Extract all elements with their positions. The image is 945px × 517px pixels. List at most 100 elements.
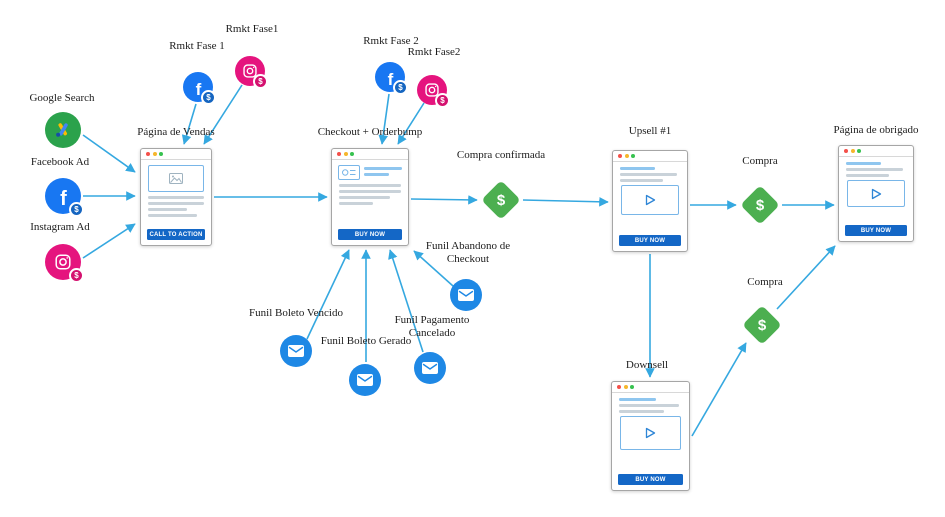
- funil-abandono-label: Funil Abandono de Checkout: [425, 240, 511, 265]
- play-icon[interactable]: [645, 427, 656, 439]
- email-funnel-icon[interactable]: [280, 335, 312, 367]
- payment-icon: [338, 165, 360, 180]
- traffic-light-dot: [337, 152, 341, 156]
- traffic-light-dot: [618, 154, 622, 158]
- traffic-light-dot: [350, 152, 354, 156]
- traffic-light-dot: [631, 154, 635, 158]
- browser-titlebar: [332, 149, 408, 160]
- facebook-ad-icon[interactable]: f $: [45, 178, 84, 217]
- dollar-glyph: $: [755, 196, 765, 214]
- google-ads-icon[interactable]: [45, 112, 81, 148]
- compra-downsell-label: Compra: [747, 276, 783, 288]
- browser-titlebar: [613, 151, 687, 162]
- browser-titlebar: [839, 146, 913, 157]
- buy-now-button[interactable]: BUY NOW: [618, 473, 683, 485]
- instagram-ad-icon[interactable]: $: [45, 244, 84, 283]
- buy-now-button[interactable]: BUY NOW: [619, 234, 681, 246]
- dollar-badge: $: [253, 74, 268, 89]
- traffic-light-dot: [624, 154, 629, 158]
- dollar-badge: $: [69, 202, 84, 217]
- google-ads-glyph: [56, 123, 68, 137]
- traffic-light-dot: [152, 152, 157, 156]
- facebook-f-glyph: f: [60, 188, 67, 210]
- instagram-ad-label: Instagram Ad: [30, 221, 90, 233]
- dollar-badge: $: [201, 90, 216, 105]
- money-diamond-icon[interactable]: $: [740, 185, 780, 225]
- envelope-icon: [288, 345, 304, 357]
- rmkt-fase1-instagram-icon[interactable]: $: [235, 56, 268, 89]
- rmkt-fase1-fb-label: Rmkt Fase 1: [169, 40, 225, 52]
- text-placeholder-lines: [364, 165, 402, 179]
- dollar-badge: $: [393, 80, 408, 95]
- compra-confirmada-label: Compra confirmada: [456, 149, 546, 161]
- traffic-light-dot: [857, 149, 861, 153]
- traffic-light-dot: [844, 149, 848, 153]
- funil-boleto-vencido-label: Funil Boleto Vencido: [249, 307, 343, 319]
- rmkt-fase1-ig-label: Rmkt Fase1: [225, 23, 279, 35]
- dollar-glyph: $: [757, 316, 767, 334]
- money-diamond-icon[interactable]: $: [481, 180, 521, 220]
- traffic-light-dot: [159, 152, 163, 156]
- traffic-light-dot: [146, 152, 150, 156]
- browser-titlebar: [612, 382, 689, 393]
- pagina-obrigado-label: Página de obrigado: [833, 124, 919, 136]
- facebook-f-glyph: f: [195, 80, 202, 99]
- funil-boleto-gerado-label: Funil Boleto Gerado: [320, 335, 412, 347]
- browser-titlebar: [141, 149, 211, 160]
- traffic-light-dot: [623, 385, 628, 389]
- coupon-icon: [341, 169, 356, 176]
- dollar-glyph: $: [496, 191, 506, 209]
- rmkt-fase2-ig-label: Rmkt Fase2: [407, 46, 461, 58]
- pagina-vendas-window[interactable]: CALL TO ACTION: [140, 148, 212, 246]
- video-placeholder: [620, 416, 681, 450]
- buy-now-button[interactable]: BUY NOW: [845, 224, 907, 236]
- rmkt-fase1-facebook-icon[interactable]: f $: [183, 72, 216, 105]
- envelope-icon: [422, 362, 438, 374]
- downsell-label: Downsell: [625, 359, 669, 371]
- dollar-badge: $: [435, 93, 450, 108]
- google-search-label: Google Search: [29, 92, 95, 104]
- play-icon[interactable]: [645, 194, 656, 206]
- text-placeholder-lines: [339, 184, 401, 205]
- order-summary-row: [338, 165, 402, 180]
- traffic-light-dot: [617, 385, 621, 389]
- facebook-f-glyph: f: [387, 70, 394, 89]
- checkout-window[interactable]: BUY NOW: [331, 148, 409, 246]
- text-placeholder-lines: [619, 398, 682, 413]
- email-funnel-icon[interactable]: [349, 364, 381, 396]
- email-funnel-icon[interactable]: [450, 279, 482, 311]
- money-diamond-icon[interactable]: $: [742, 305, 782, 345]
- rmkt-fase2-facebook-icon[interactable]: f $: [375, 62, 408, 95]
- traffic-light-dot: [343, 152, 348, 156]
- image-placeholder: [148, 165, 204, 192]
- rmkt-fase2-instagram-icon[interactable]: $: [417, 75, 450, 108]
- checkout-label: Checkout + Orderbump: [317, 126, 423, 138]
- instagram-camera-glyph: [243, 64, 257, 78]
- call-to-action-button[interactable]: CALL TO ACTION: [147, 228, 205, 240]
- instagram-camera-glyph: [55, 254, 71, 270]
- pagina-vendas-label: Página de Vendas: [137, 126, 215, 138]
- text-placeholder-lines: [148, 196, 204, 217]
- envelope-icon: [357, 374, 373, 386]
- downsell-window[interactable]: BUY NOW: [611, 381, 690, 491]
- buy-now-button[interactable]: BUY NOW: [338, 228, 402, 240]
- text-placeholder-lines: [846, 162, 906, 177]
- video-placeholder: [621, 185, 679, 215]
- upsell-window[interactable]: BUY NOW: [612, 150, 688, 252]
- play-icon[interactable]: [871, 188, 882, 200]
- envelope-icon: [458, 289, 474, 301]
- video-placeholder: [847, 180, 905, 207]
- upsell-label: Upsell #1: [628, 125, 672, 137]
- picture-icon: [169, 173, 183, 184]
- traffic-light-dot: [850, 149, 855, 153]
- funil-pagamento-cancelado-label: Funil Pagamento Cancelado: [394, 314, 470, 339]
- rmkt-fase2-fb-label: Rmkt Fase 2: [363, 35, 419, 47]
- email-funnel-icon[interactable]: [414, 352, 446, 384]
- text-placeholder-lines: [620, 167, 680, 182]
- instagram-camera-glyph: [425, 83, 439, 97]
- pagina-obrigado-window[interactable]: BUY NOW: [838, 145, 914, 242]
- traffic-light-dot: [630, 385, 634, 389]
- dollar-badge: $: [69, 268, 84, 283]
